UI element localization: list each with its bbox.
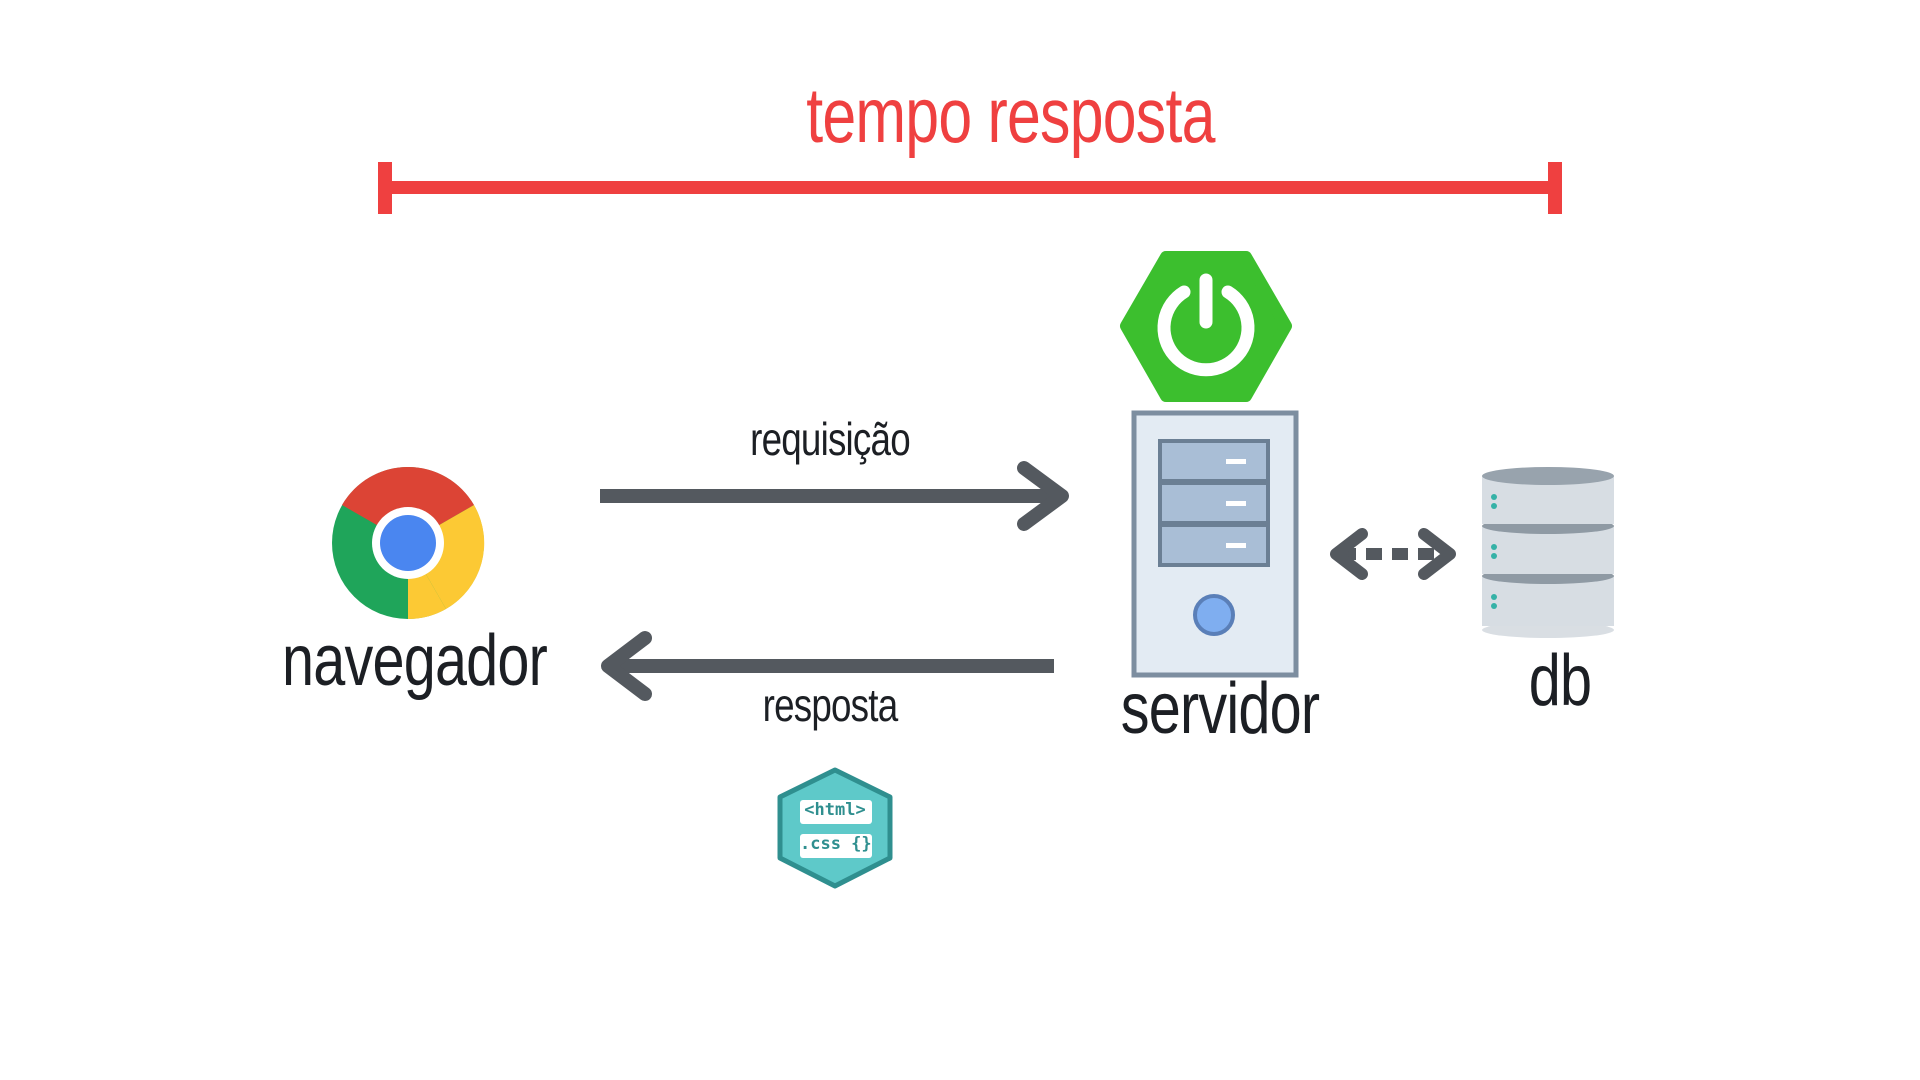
html-css-badge-icon (777, 767, 893, 889)
request-arrow (600, 461, 1069, 531)
database-icon (1482, 467, 1614, 638)
diagram-title: tempo resposta (806, 71, 1215, 159)
chrome-icon (332, 466, 485, 620)
badge-html-text: <html> (804, 800, 866, 820)
badge-css-text: .css {} (800, 834, 872, 854)
browser-label: navegador (282, 621, 548, 701)
spring-power-icon (1120, 251, 1292, 402)
server-tower-icon (1131, 410, 1299, 678)
server-db-connection-arrow (1330, 528, 1456, 580)
response-label: resposta (762, 679, 899, 731)
response-arrow (601, 631, 1054, 701)
database-label: db (1528, 641, 1592, 721)
server-label: servidor (1120, 669, 1320, 749)
request-label: requisição (750, 413, 911, 465)
response-time-bracket (378, 162, 1562, 214)
